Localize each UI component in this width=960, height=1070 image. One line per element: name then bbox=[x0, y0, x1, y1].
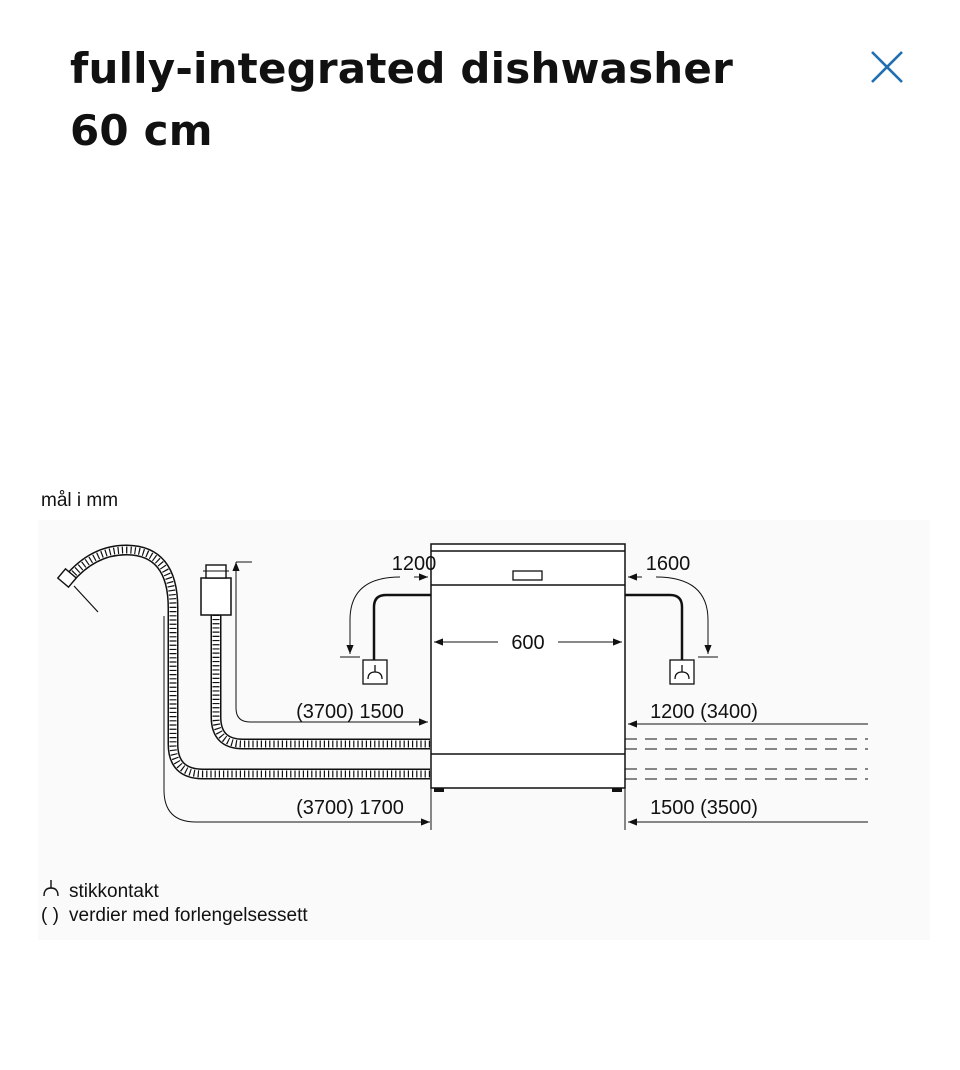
hose-icon bbox=[56, 544, 430, 780]
close-button[interactable] bbox=[866, 46, 908, 88]
water-tap-icon bbox=[200, 564, 430, 750]
installation-diagram: 600 1200 1600 (3700) 1500 (3700) 1700 12… bbox=[38, 520, 930, 940]
right-socket-height: 1600 bbox=[646, 553, 691, 575]
legend: stikkontakt ( ) verdier med forlengelses… bbox=[41, 878, 308, 927]
socket-icon bbox=[362, 659, 388, 685]
width-dimension: 600 bbox=[511, 632, 544, 654]
left-inlet-hose-length: (3700) 1700 bbox=[296, 797, 404, 819]
legend-socket: stikkontakt bbox=[41, 878, 308, 904]
socket-icon bbox=[41, 878, 69, 904]
close-icon bbox=[871, 51, 903, 83]
dishwasher-icon bbox=[430, 543, 626, 792]
legend-extension: ( ) verdier med forlengelsessett bbox=[41, 904, 308, 927]
left-drain-hose-length: (3700) 1500 bbox=[296, 701, 404, 723]
legend-parens-symbol: ( ) bbox=[41, 905, 59, 926]
right-inlet-hose-length: 1500 (3500) bbox=[650, 797, 758, 819]
legend-extension-text: verdier med forlengelsessett bbox=[69, 905, 308, 926]
page-title: fully-integrated dishwasher 60 cm bbox=[70, 44, 734, 155]
left-socket-height: 1200 bbox=[392, 553, 437, 575]
legend-socket-text: stikkontakt bbox=[69, 880, 159, 902]
socket-icon-right bbox=[669, 659, 695, 685]
units-label: mål i mm bbox=[41, 490, 119, 511]
right-drain-hose-length: 1200 (3400) bbox=[650, 701, 758, 723]
